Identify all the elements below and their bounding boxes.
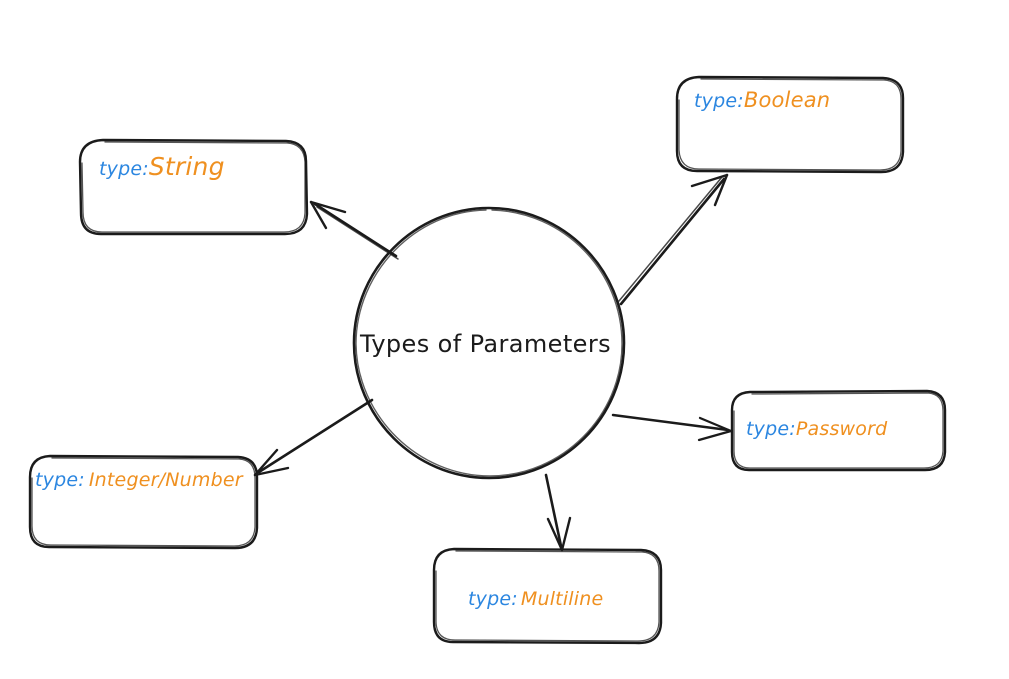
node-value-boolean: Boolean (743, 88, 831, 112)
node-label-integer-number: type:Integer/Number (35, 469, 243, 491)
node-value-integer-number: Integer/Number (88, 469, 243, 491)
node-value-password: Password (795, 418, 888, 440)
node-shape-password[interactable] (730, 389, 947, 472)
edge-center-to-integer-number (253, 398, 374, 477)
node-label-password: type:Password (746, 418, 887, 440)
node-shape-integer-number[interactable] (28, 454, 259, 550)
node-label-multiline: type:Multiline (468, 588, 603, 610)
node-shape-string[interactable] (78, 138, 309, 236)
node-key-multiline: type: (468, 588, 518, 610)
node-shape-boolean[interactable] (675, 75, 905, 174)
node-key-password: type: (746, 418, 796, 440)
edge-center-to-string (309, 200, 399, 260)
node-value-string: String (148, 152, 225, 181)
node-value-multiline: Multiline (520, 588, 604, 610)
edge-center-to-password (611, 413, 733, 442)
node-label-boolean: type:Boolean (694, 88, 830, 112)
node-label-string: type:String (99, 152, 225, 181)
node-key-integer-number: type: (35, 469, 85, 491)
node-key-string: type: (99, 158, 149, 180)
node-shape-multiline[interactable] (432, 547, 663, 645)
edge-center-to-multiline (544, 473, 572, 552)
center-node-label: Types of Parameters (360, 330, 611, 358)
edge-center-to-boolean (618, 173, 729, 306)
node-key-boolean: type: (694, 90, 744, 112)
node-shape-center-circle[interactable] (352, 206, 626, 480)
